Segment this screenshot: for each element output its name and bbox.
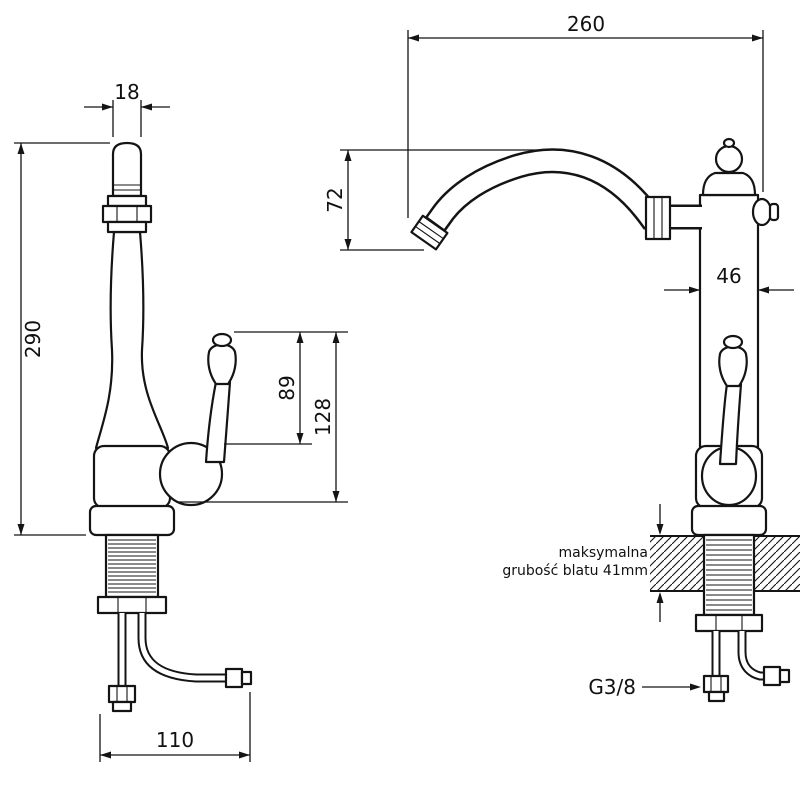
dim-spout-tip-width: 18 [84, 80, 170, 137]
side-shank-threads [706, 539, 752, 611]
dim-label-spout-reach: 260 [567, 12, 605, 36]
front-base-flange [88, 504, 176, 537]
thread-size-callout: G3/8 [588, 675, 701, 699]
dim-label-spout-drop: 72 [323, 187, 347, 212]
side-handle-knob [718, 345, 748, 388]
front-hose-fitting-right [224, 667, 244, 689]
dim-spout-reach: 260 [407, 12, 764, 218]
countertop-hatch-right [754, 537, 800, 590]
front-view-dimensions: 18 290 89 128 [14, 80, 348, 762]
side-hose-fitting-right [762, 665, 782, 687]
dim-label-body-width: 46 [716, 264, 741, 288]
front-collar-band [106, 194, 148, 208]
countertop-note-line1: maksymalna [559, 545, 648, 561]
dim-body-width: 46 [664, 264, 794, 294]
dim-label-handle-height: 89 [275, 375, 299, 400]
faucet-side-view [410, 137, 800, 703]
front-handle-knob [207, 343, 237, 386]
front-hose-fitting-left [107, 684, 137, 704]
thread-size-label: G3/8 [588, 675, 636, 699]
dim-spout-drop: 72 [323, 149, 540, 251]
side-view-dimensions: 260 72 46 maksymalna grubość blatu 41mm [323, 12, 794, 699]
faucet-front-view [88, 141, 253, 713]
front-neck [94, 230, 170, 450]
side-spout-collar [644, 195, 672, 241]
side-aerator [410, 214, 449, 251]
dim-total-height: 290 [14, 142, 110, 536]
front-mounting-nut [96, 595, 168, 615]
side-base-flange [690, 504, 768, 537]
front-spout-tip [111, 141, 143, 198]
dim-countertop-thickness: maksymalna grubość blatu 41mm [502, 504, 664, 622]
side-hose-fitting-left [702, 674, 730, 694]
side-mounting-nut [694, 613, 764, 633]
front-collar-nut [101, 204, 153, 224]
countertop-hatch-left [650, 537, 704, 590]
dim-handle-height: 89 [275, 332, 304, 444]
front-body [92, 444, 172, 510]
dim-base-depth: 110 [99, 692, 251, 762]
dim-handle-overall-height: 128 [311, 332, 340, 502]
dim-label-total-height: 290 [21, 320, 45, 358]
dim-label-spout-tip-width: 18 [114, 80, 139, 104]
front-shank-threads [108, 539, 156, 593]
side-finial-dome [701, 171, 757, 197]
side-finial-ball [714, 144, 744, 174]
countertop-note-line2: grubość blatu 41mm [502, 563, 648, 579]
dim-label-handle-overall-height: 128 [311, 398, 335, 436]
side-cap-knob [751, 197, 773, 227]
dim-label-base-depth: 110 [156, 728, 194, 752]
front-handle-lever [204, 380, 232, 464]
